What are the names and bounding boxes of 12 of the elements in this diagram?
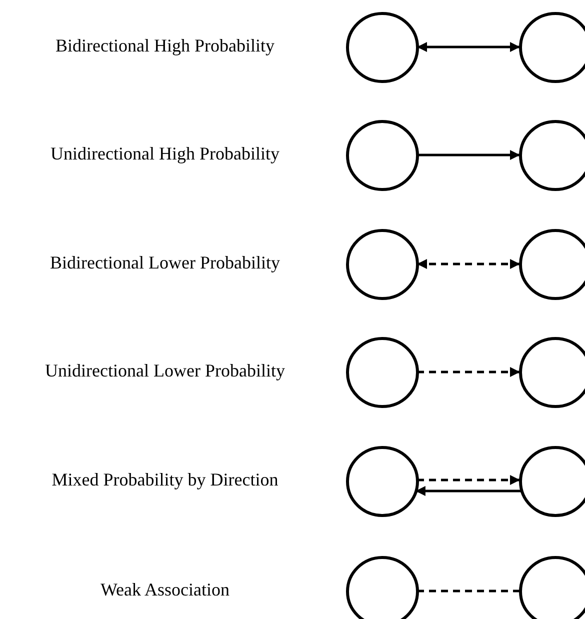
arrow xyxy=(417,42,520,52)
relation-label: Unidirectional Lower Probability xyxy=(45,360,285,382)
arrow xyxy=(417,367,520,377)
arrow xyxy=(416,475,520,485)
relation-label: Unidirectional High Probability xyxy=(50,144,280,164)
arrow xyxy=(417,259,520,269)
relation-label: Weak Association xyxy=(100,580,230,600)
relation-label: Bidirectional Lower Probability xyxy=(50,252,280,274)
arrow xyxy=(417,150,520,160)
arrow xyxy=(415,486,522,496)
relation-label: Bidirectional High Probability xyxy=(56,36,274,56)
relation-label: Mixed Probability by Direction xyxy=(52,470,278,490)
